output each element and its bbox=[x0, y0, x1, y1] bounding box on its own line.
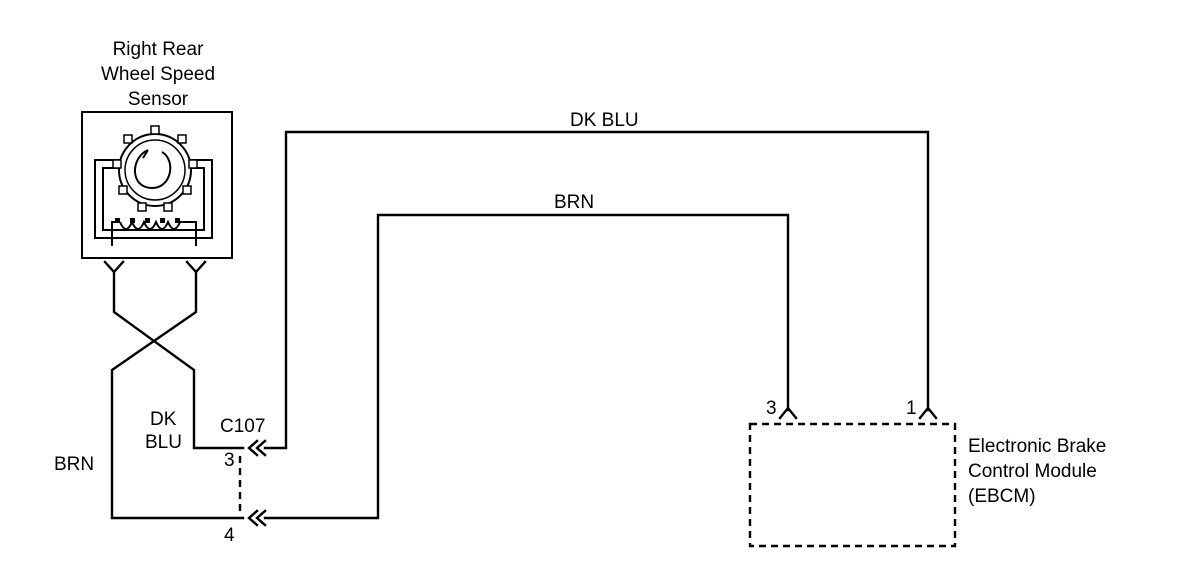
dkblu-wire bbox=[263, 130, 930, 450]
c107-pin4-terminal-icon bbox=[247, 509, 267, 527]
wheel-speed-sensor bbox=[81, 111, 233, 259]
left-brn-label: BRN bbox=[54, 454, 94, 475]
tone-wheel-icon bbox=[112, 125, 198, 212]
ebcm-dashed-housing bbox=[748, 422, 957, 548]
ebcm-pin1-terminal-icon bbox=[918, 406, 938, 420]
ebcm-pin3-label: 3 bbox=[766, 398, 777, 419]
sensor-housing bbox=[81, 111, 233, 259]
ebcm-name-line3: (EBCM) bbox=[968, 486, 1036, 507]
twisted-pair-wire-b bbox=[110, 270, 245, 520]
dkblu-wire-label: DK BLU bbox=[570, 110, 639, 131]
sensor-terminal-left-icon bbox=[103, 260, 125, 274]
ebcm-name-line2: Control Module bbox=[968, 461, 1097, 482]
left-dkblu-label-line1: DK bbox=[150, 409, 177, 430]
ebcm-pin1-label: 1 bbox=[906, 398, 917, 419]
connector-c107: C107 3 4 bbox=[220, 416, 267, 546]
ebcm-module: 3 1 Electronic Brake Control Module (EBC… bbox=[748, 398, 1106, 548]
ebcm-pin3-terminal-icon bbox=[778, 406, 798, 420]
left-dkblu-label-line2: BLU bbox=[145, 432, 182, 453]
brn-wire-label: BRN bbox=[554, 192, 594, 213]
twisted-pair-wire-a bbox=[112, 270, 245, 450]
c107-pin4-label: 4 bbox=[224, 525, 235, 546]
c107-pin3-terminal-icon bbox=[247, 439, 267, 457]
brn-wire bbox=[263, 213, 790, 520]
sensor-title-line3: Sensor bbox=[128, 89, 189, 110]
c107-pin3-label: 3 bbox=[224, 450, 235, 471]
sensor-coil-icon bbox=[111, 218, 197, 246]
connector-c107-label: C107 bbox=[220, 416, 265, 437]
sensor-terminal-right-icon bbox=[185, 260, 207, 274]
ebcm-name-line1: Electronic Brake bbox=[968, 436, 1106, 457]
sensor-title-line2: Wheel Speed bbox=[101, 64, 215, 85]
sensor-title-line1: Right Rear bbox=[113, 39, 204, 60]
